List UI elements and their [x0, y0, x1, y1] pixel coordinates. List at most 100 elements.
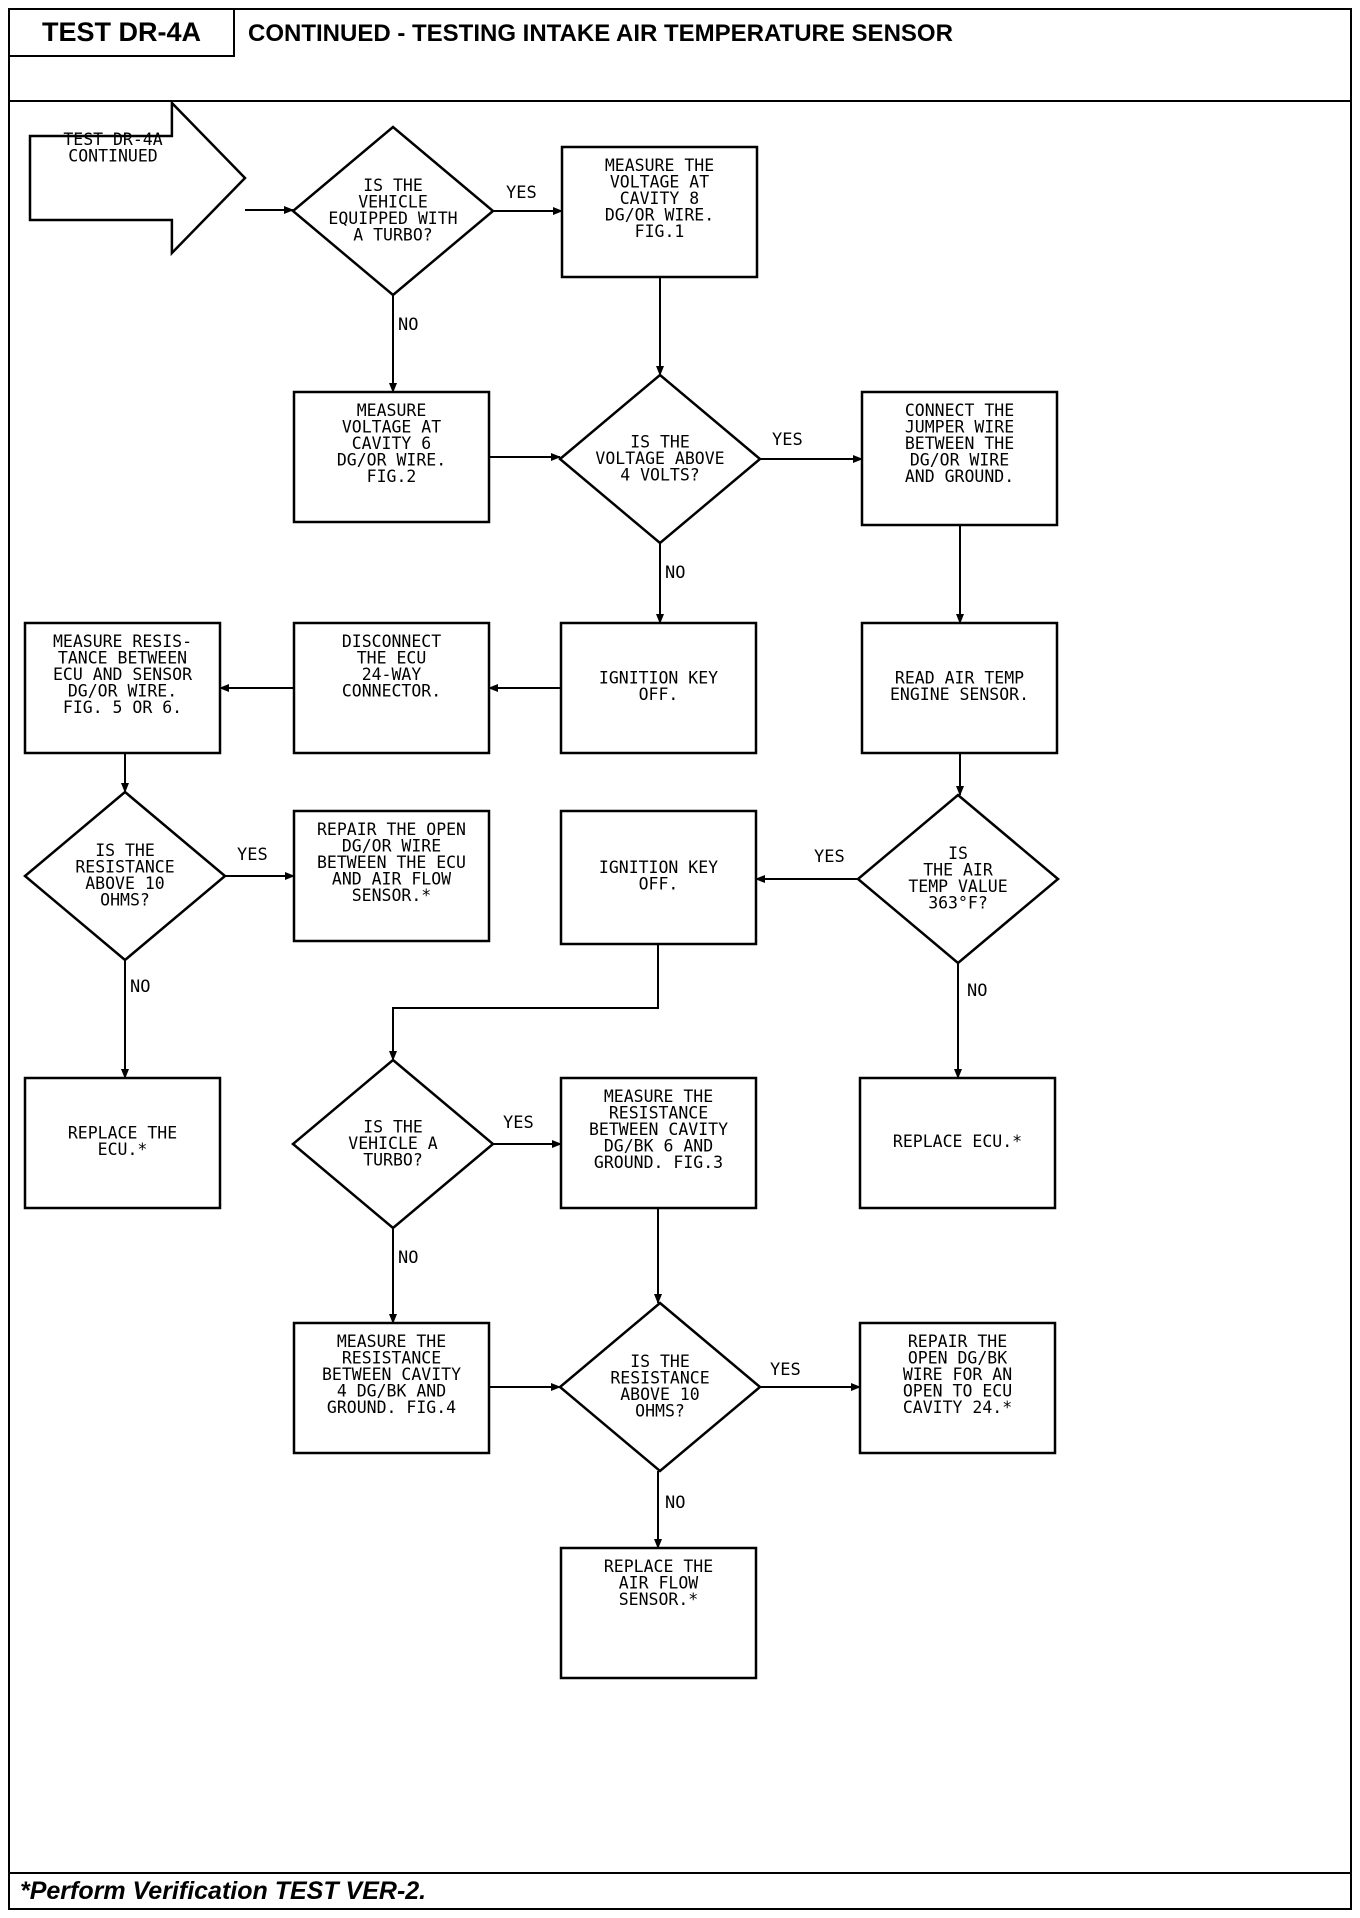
node-text-line: IS THE [630, 432, 690, 451]
node-text-line: MEASURE THE [605, 156, 714, 175]
node-text-line: MEASURE THE [337, 1332, 446, 1351]
node-text-line: SENSOR.* [619, 1590, 698, 1609]
node-text-line: BETWEEN CAVITY [589, 1120, 728, 1139]
node-text-line: BETWEEN THE [905, 434, 1014, 453]
node-text-line: DG/OR WIRE [342, 837, 441, 856]
process-box [559, 621, 758, 755]
header-divider [10, 100, 1350, 102]
node-text-line: REPAIR THE [908, 1332, 1007, 1351]
node-text-line: TEST DR-4A [63, 130, 162, 149]
node-text-line: 24-WAY [362, 665, 422, 684]
decision-diamond [558, 373, 762, 545]
node-text-line: MEASURE [357, 401, 427, 420]
node-text-line: CONNECTOR. [342, 682, 441, 701]
connectors [121, 206, 964, 1549]
edge-label-yes: YES [506, 183, 537, 203]
node-text-line: VEHICLE [358, 193, 428, 212]
node-text-line: GROUND. FIG.4 [327, 1398, 456, 1417]
process-box [560, 145, 759, 279]
node-text-line: BETWEEN THE ECU [317, 853, 466, 872]
node-text-line: RESISTANCE [609, 1104, 708, 1123]
node-text-line: A TURBO? [353, 226, 432, 245]
node-text-line: DG/OR WIRE. [337, 451, 446, 470]
node-text-line: THE ECU [357, 649, 427, 668]
node-text-line: VOLTAGE AT [610, 173, 709, 192]
process-box [860, 621, 1059, 755]
edge-label-no: NO [398, 1248, 418, 1268]
node-text-line: IS THE [363, 176, 423, 195]
node-text-line: REPLACE ECU.* [893, 1132, 1022, 1151]
decision-diamond [558, 1301, 762, 1473]
node-text-line: 363°F? [928, 894, 988, 913]
process-box [860, 390, 1059, 527]
page-frame [8, 8, 1352, 1910]
node-text-line: BETWEEN CAVITY [322, 1365, 461, 1384]
node-text-line: THE AIR [923, 861, 993, 880]
node-text-line: JUMPER WIRE [905, 418, 1014, 437]
process-box [292, 809, 491, 943]
node-text-line: CAVITY 24.* [903, 1398, 1012, 1417]
node-text-line: VEHICLE A [348, 1134, 437, 1153]
decision-diamond [291, 125, 495, 297]
process-box [292, 1321, 491, 1455]
node-text-line: MEASURE THE [604, 1087, 713, 1106]
process-box [858, 1076, 1057, 1210]
connector-arrow [389, 944, 659, 1061]
test-id-label: TEST DR-4A [10, 10, 235, 57]
node-text-line: FIG. 5 OR 6. [63, 698, 182, 717]
node-text-line: DG/OR WIRE. [605, 206, 714, 225]
test-title: CONTINUED - TESTING INTAKE AIR TEMPERATU… [248, 20, 953, 47]
process-box [559, 1546, 758, 1680]
node-text-line: REPAIR THE OPEN [317, 820, 466, 839]
node-text-line: OFF. [639, 875, 679, 894]
process-box [559, 809, 758, 946]
decision-diamond [23, 790, 227, 962]
node-text-line: FIG.2 [367, 467, 417, 486]
node-text-line: OHMS? [100, 891, 150, 910]
node-text-line: TURBO? [363, 1150, 423, 1169]
node-text-line: IS THE [95, 841, 155, 860]
node-text-line: 4 VOLTS? [620, 465, 699, 484]
node-text-line: IS [948, 844, 968, 863]
node-text-line: ENGINE SENSOR. [890, 685, 1029, 704]
process-box [292, 621, 491, 755]
edge-label-yes: YES [814, 847, 845, 867]
node-text-line: ABOVE 10 [85, 874, 164, 893]
node-text-line: IGNITION KEY [599, 669, 718, 688]
node-text-line: RESISTANCE [75, 858, 174, 877]
node-text-line: CONNECT THE [905, 401, 1014, 420]
edge-label-yes: YES [503, 1113, 534, 1133]
node-text-line: IS THE [630, 1352, 690, 1371]
start-arrow-shape [28, 99, 247, 257]
process-box [559, 1076, 758, 1210]
decision-diamond [291, 1058, 495, 1230]
node-text-line: RESISTANCE [610, 1369, 709, 1388]
node-text-line: RESISTANCE [342, 1349, 441, 1368]
node-text-line: TANCE BETWEEN [58, 649, 187, 668]
node-text-line: CAVITY 8 [620, 189, 699, 208]
node-text-line: IGNITION KEY [599, 858, 718, 877]
node-text-line: GROUND. FIG.3 [594, 1153, 723, 1172]
node-text-line: DG/BK 6 AND [604, 1137, 713, 1156]
edge-label-yes: YES [772, 430, 803, 450]
node-text-line: OPEN TO ECU [903, 1382, 1012, 1401]
node-text-line: REPLACE THE [68, 1124, 177, 1143]
edge-label-no: NO [665, 1493, 685, 1513]
edge-label-no: NO [130, 977, 150, 997]
